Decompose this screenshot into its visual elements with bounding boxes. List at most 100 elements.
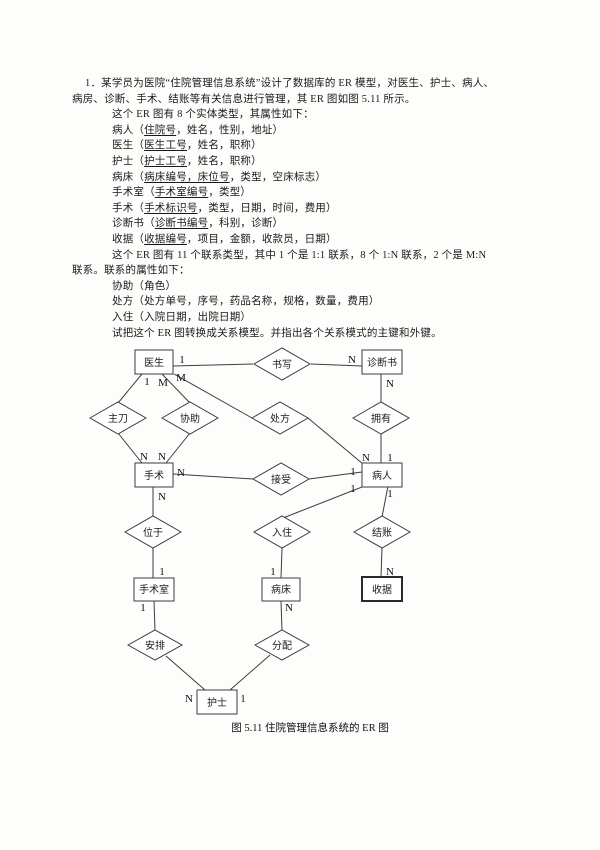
text-segment: 手术（ <box>112 202 145 214</box>
entity-diagnosis-book-label: 诊断书 <box>367 356 397 369</box>
relationship-located-in-label: 位于 <box>143 526 163 539</box>
text-segment: ，类型） <box>208 187 252 199</box>
cardinality-settle-patient: 1 <box>387 488 393 500</box>
cardinality-write-diagnosis: N <box>348 354 356 366</box>
relationship-settle-label: 结账 <box>372 526 392 539</box>
edge-doctor-chief <box>117 373 143 404</box>
edge-assist-surgery <box>165 432 191 464</box>
entity-patient-label: 病人 <box>372 469 392 482</box>
text-line: 医生（医生工号，姓名，职称） <box>72 138 534 154</box>
primary-key: 手术室编号 <box>154 187 209 199</box>
text-segment: ，姓名，性别，地址） <box>176 124 284 136</box>
relationship-settle: 结账 <box>352 515 412 549</box>
relationship-assist: 协助 <box>160 401 220 435</box>
cardinality-own-patient: 1 <box>387 452 393 464</box>
relationship-receive-label: 接受 <box>271 473 291 486</box>
relationship-write-label: 书写 <box>272 359 292 371</box>
relationship-own: 拥有 <box>351 401 411 435</box>
relationship-receive: 接受 <box>251 462 311 496</box>
entity-doctor: 医生 <box>134 349 174 375</box>
text-line: 病床（病床编号，床位号，类型，空床标志） <box>72 170 534 186</box>
text-segment: 收据（ <box>112 233 145 245</box>
edge-arrange-nurse <box>165 655 206 691</box>
text-segment: 协助（角色） <box>112 280 177 292</box>
edge-checkin-bed <box>280 547 283 579</box>
text-segment: ，类型，空床标志） <box>229 171 327 183</box>
cardinality-write-doctor: 1 <box>179 354 185 366</box>
edge-chief-surgery <box>117 432 143 464</box>
primary-key: 医生工号 <box>144 140 187 152</box>
cardinality-checkin-patient: 1 <box>350 483 356 495</box>
entity-surgery-label: 手术 <box>144 469 164 482</box>
edge-doctor-assist <box>161 373 191 404</box>
text-segment: 诊断书（ <box>112 218 155 230</box>
relationship-own-label: 拥有 <box>371 412 391 425</box>
relationship-located-in: 位于 <box>123 515 183 549</box>
relationship-prescription: 处方 <box>250 401 310 435</box>
cardinality-prescription-doctor: M <box>176 372 186 384</box>
text-segment: ，姓名，职称） <box>186 140 262 152</box>
relationship-write: 书写 <box>252 347 312 381</box>
entity-doctor-label: 医生 <box>144 356 164 369</box>
cardinality-assign-bed: N <box>285 602 293 614</box>
figure-caption: 图 5.11 住院管理信息系统的 ER 图 <box>231 721 388 734</box>
cardinality-located-room: 1 <box>159 566 165 578</box>
text-segment: 这个 ER 图有 11 个联系类型，其中 1 个是 1:1 联系，8 个 1:N… <box>112 249 487 261</box>
edge-settle-receipt <box>380 547 383 578</box>
text-segment: 1．某学员为医院“住院管理信息系统”设计了数据库的 ER 模型，对医生、护士、病… <box>85 78 495 89</box>
edge-receive-patient <box>308 471 363 480</box>
text-line: 病人（住院号，姓名，性别，地址） <box>72 123 534 139</box>
text-line: 协助（角色） <box>72 279 534 295</box>
edge-bed-assign <box>280 600 283 632</box>
primary-key: 诊断书编号 <box>154 218 209 230</box>
entity-nurse: 护士 <box>196 689 238 715</box>
text-segment: 手术室（ <box>112 187 155 199</box>
text-segment: 病人（ <box>112 124 145 136</box>
edge-prescription-patient <box>307 417 364 465</box>
text-line: 联系。联系的属性如下： <box>72 263 534 279</box>
edge-doctor-write <box>172 363 254 367</box>
text-segment: 试把这个 ER 图转换成关系模型。并指出各个关系模式的主键和外键。 <box>112 327 442 339</box>
entity-diagnosis-book: 诊断书 <box>361 349 403 375</box>
relationship-prescription-label: 处方 <box>270 412 290 425</box>
cardinality-arrange-room: 1 <box>140 602 146 614</box>
entity-nurse-label: 护士 <box>207 696 227 709</box>
cardinality-chief-doctor: 1 <box>144 376 150 388</box>
relationship-assist-label: 协助 <box>180 412 200 425</box>
edge-assign-nurse <box>229 654 271 691</box>
text-line: 手术（手术标识号，类型，日期，时间，费用） <box>72 201 534 217</box>
edge-patient-settle <box>381 485 389 518</box>
relationship-assign: 分配 <box>253 629 311 661</box>
text-segment: 这个 ER 图有 8 个实体类型，其属性如下： <box>112 109 314 121</box>
entity-receipt: 收据 <box>361 576 403 602</box>
edge-surgery-receive <box>172 473 254 480</box>
text-line: 手术室（手术室编号，类型） <box>72 185 534 201</box>
cardinality-own-diagnosis: N <box>386 378 394 390</box>
cardinality-prescription-patient: N <box>362 452 370 464</box>
relationship-check-in: 入住 <box>252 515 312 549</box>
primary-key: 病床编号，床位号 <box>144 171 230 183</box>
primary-key: 护士工号 <box>144 155 187 167</box>
edge-patient-checkin <box>282 486 363 519</box>
edge-doctor-prescription <box>173 373 253 419</box>
entity-surgery: 手术 <box>134 462 174 488</box>
text-line: 诊断书（诊断书编号，科别，诊断） <box>72 216 534 232</box>
text-segment: 医生（ <box>112 140 145 152</box>
relationship-arrange-label: 安排 <box>145 639 165 652</box>
relationship-chief-surgeon-label: 主刀 <box>108 413 128 425</box>
entity-receipt-label: 收据 <box>372 583 392 596</box>
text-line: 1．某学员为医院“住院管理信息系统”设计了数据库的 ER 模型，对医生、护士、病… <box>72 76 534 92</box>
primary-key: 收据编号 <box>144 233 187 245</box>
cardinality-settle-receipt: N <box>386 566 394 578</box>
text-line: 这个 ER 图有 8 个实体类型，其属性如下： <box>72 107 534 123</box>
entity-sick-bed: 病床 <box>261 577 301 602</box>
edge-write-diagnosis <box>310 363 363 367</box>
problem-text: 1．某学员为医院“住院管理信息系统”设计了数据库的 ER 模型，对医生、护士、病… <box>72 76 534 341</box>
text-line: 试把这个 ER 图转换成关系模型。并指出各个关系模式的主键和外键。 <box>72 326 534 342</box>
text-line: 这个 ER 图有 11 个联系类型，其中 1 个是 1:1 联系，8 个 1:N… <box>72 248 534 264</box>
cardinality-assist-doctor: M <box>158 377 168 389</box>
cardinality-checkin-bed: 1 <box>270 566 276 578</box>
text-segment: 处方（处方单号，序号，药品名称，规格，数量，费用） <box>112 296 380 308</box>
text-line: 处方（处方单号，序号，药品名称，规格，数量，费用） <box>72 294 534 310</box>
text-segment: 入住（入院日期，出院日期） <box>112 311 252 323</box>
